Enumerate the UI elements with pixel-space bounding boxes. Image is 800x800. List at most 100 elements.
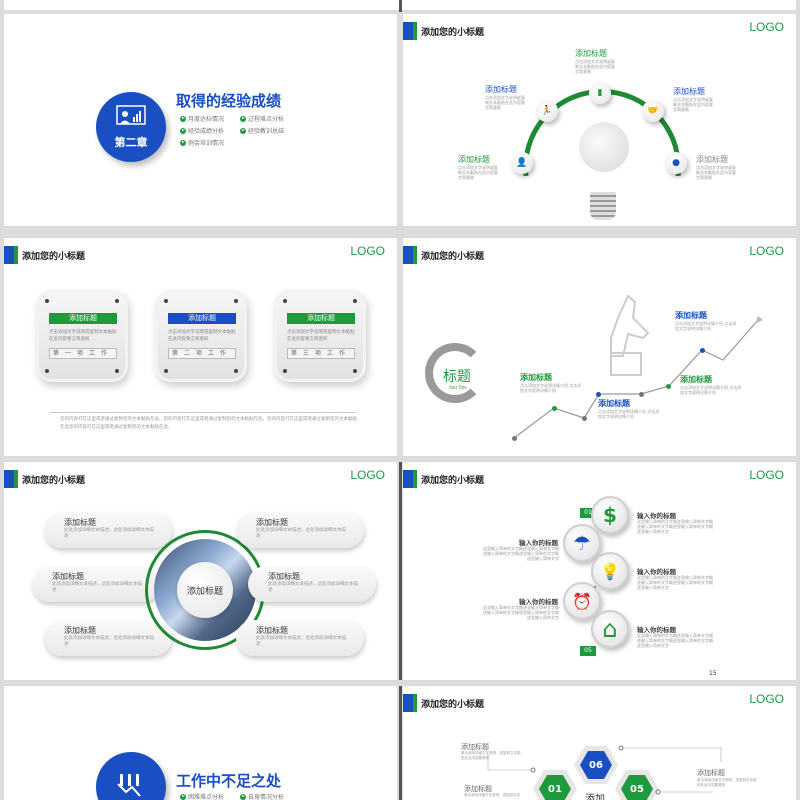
play-bullet-icon xyxy=(180,139,186,146)
step-dot xyxy=(666,384,671,389)
step-dot xyxy=(639,392,644,397)
chapter-title: 取得的经验成绩 xyxy=(176,92,282,110)
screw-icon xyxy=(115,369,119,373)
slide-subtitle: 添加您的小标题 xyxy=(22,476,86,486)
hex-label-title: 添加标题 xyxy=(461,743,489,751)
hex-label-desc: 单击添加详细文字说明，或复制文本 xyxy=(464,793,520,797)
umbrella-icon: ☂ xyxy=(563,524,601,562)
slide-hexagons[interactable]: 添加您的小标题 LOGO 06 01 05 添加 添加标题 单击添加详细文字说明… xyxy=(403,686,796,800)
header-accent-bar xyxy=(403,246,417,264)
screw-icon xyxy=(45,369,49,373)
item-desc: 这里输入简单的文字概述里输入简单文字概述输入简单的文字概述里输入简单的文字概述里… xyxy=(483,546,559,561)
screw-icon xyxy=(164,369,168,373)
play-bullet-icon xyxy=(240,127,246,134)
chapter-title: 工作中不足之处 xyxy=(176,772,282,790)
hex-center-label: 添加 xyxy=(585,794,605,800)
chapter-item: 自身情况分析 xyxy=(240,792,300,800)
step-dot xyxy=(596,392,601,397)
slide-subtitle: 添加您的小标题 xyxy=(421,252,485,262)
step-label: 添加标题点击添加文字说明详情介绍 点击添加文字说明详情介绍 xyxy=(520,373,582,393)
step-label: 添加标题点击添加文字说明详情介绍 点击添加文字说明详情介绍 xyxy=(598,399,660,419)
plate-title: 添加标题 xyxy=(287,313,355,324)
slide-subtitle: 添加您的小标题 xyxy=(421,28,485,38)
logo: LOGO xyxy=(350,244,385,258)
item-desc: 这里输入简单的文字概述里输入简单文字概述输入简单的文字概述里输入简单的文字概述里… xyxy=(637,633,713,648)
divider xyxy=(50,412,356,413)
step-label: 添加标题点击添加文字说明详情介绍 点击添加文字说明详情介绍 xyxy=(680,375,742,395)
hex-label-title: 添加标题 xyxy=(697,769,725,777)
screw-icon xyxy=(164,299,168,303)
chapter-item: 过程难点分析 xyxy=(240,114,300,123)
screw-icon xyxy=(353,369,357,373)
plate-card: 添加标题 点击添加文字说明或复制文本黏贴在此内容要言简意赅 第二项工作 xyxy=(155,290,247,382)
hex-label-desc: 单击添加详细文字说明，或复制文本黏贴在此内容要简短 xyxy=(697,778,757,787)
plate-work-label: 第一项工作 xyxy=(49,348,117,359)
screw-icon xyxy=(234,369,238,373)
chapter-item-list: 困难难点分析 自身情况分析 xyxy=(180,792,300,800)
selected-slide-marker xyxy=(399,686,402,800)
logo: LOGO xyxy=(749,468,784,482)
declining-chart-icon xyxy=(116,772,146,800)
arc-label: 添加标题点击添加文字说明或复制文本黏贴在此内容要言简意赅 xyxy=(485,85,525,110)
screw-icon xyxy=(283,299,287,303)
screw-icon xyxy=(234,299,238,303)
plate-work-label: 第三项工作 xyxy=(287,348,355,359)
header-accent-bar xyxy=(403,22,417,40)
presentation-chart-icon xyxy=(116,104,146,131)
step-dot xyxy=(512,436,517,441)
slide-hub-photo[interactable]: 添加您的小标题 LOGO 添加标题此处添加详细文本描述，此处添加详细文本描述 添… xyxy=(4,462,397,680)
plate-desc: 点击添加文字说明或复制文本黏贴在此内容要言简意赅 xyxy=(168,330,236,342)
hex-label-desc: 单击添加详细文字说明，或复制文本黏贴在此内容要简短 xyxy=(461,751,521,760)
house-icon: ⌂ xyxy=(591,610,629,648)
logo: LOGO xyxy=(350,468,385,482)
logo: LOGO xyxy=(749,244,784,258)
chapter-item: 月度达标情况 xyxy=(180,114,240,123)
item-title: 输入你的标题 xyxy=(637,568,676,576)
step-dot xyxy=(700,348,705,353)
hub-pill: 添加标题此处添加详细文本描述，此处添加详细文本描述 xyxy=(236,512,364,548)
logo: LOGO xyxy=(749,20,784,34)
slide-arc-lightbulb[interactable]: 添加您的小标题 LOGO 👤 🏃 ▮ 🤝 ● 添加标题点击添加文字说明或复制文本… xyxy=(403,14,796,226)
plate-card: 添加标题 点击添加文字说明或复制文本黏贴在此内容要言简意赅 第一项工作 xyxy=(36,290,128,382)
chapter-label: 第二章 xyxy=(114,135,148,149)
play-bullet-icon xyxy=(240,793,246,800)
ring-title: 标题 xyxy=(443,369,471,385)
plate-desc: 点击添加文字说明或复制文本黏贴在此内容要言简意赅 xyxy=(49,330,117,342)
connector-lines xyxy=(487,745,722,795)
header-accent-bar xyxy=(4,246,18,264)
footer-text: 您的内容打在这里或者通过复制您的文本黏贴在此。您的内容打在这里或者通过复制您的文… xyxy=(60,417,357,430)
header-accent-bar xyxy=(403,694,417,712)
chapter-badge: 第二章 xyxy=(96,92,166,162)
slide-chapter-2[interactable]: 第二章 取得的经验成绩 月度达标情况 过程难点分析 经验成绩分析 经验教训总结 … xyxy=(4,14,397,226)
item-desc: 这里输入简单的文字概述里输入简单文字概述输入简单的文字概述里输入简单的文字概述里… xyxy=(637,575,713,590)
step-dot xyxy=(582,416,587,421)
hub-pill: 添加标题此处添加详细文本描述，此处添加详细文本描述 xyxy=(248,566,376,602)
step-number: 05 xyxy=(580,646,596,656)
logo: LOGO xyxy=(749,692,784,706)
arc-label: 添加标题点击添加文字说明或复制文本黏贴在此内容要言简意赅 xyxy=(696,155,736,180)
play-bullet-icon xyxy=(180,793,186,800)
money-bag-icon: $ xyxy=(591,496,629,534)
item-title: 输入你的标题 xyxy=(519,539,558,547)
globe-icon xyxy=(579,122,629,172)
slide-three-plates[interactable]: 添加您的小标题 LOGO 添加标题 点击添加文字说明或复制文本黏贴在此内容要言简… xyxy=(4,238,397,456)
item-title: 输入你的标题 xyxy=(637,512,676,520)
play-bullet-icon xyxy=(240,115,246,122)
item-desc: 这里输入简单的文字概述里输入简单文字概述输入简单的文字概述里输入简单的文字概述里… xyxy=(483,605,559,620)
slide-stair-climber[interactable]: 添加您的小标题 LOGO 标题 Add Title 添加标题点击添加文字说明详情… xyxy=(403,238,796,456)
slide-subtitle: 添加您的小标题 xyxy=(421,700,485,710)
screw-icon xyxy=(45,299,49,303)
hub-pill: 添加标题此处添加详细文本描述，此处添加详细文本描述 xyxy=(32,566,160,602)
plate-card: 添加标题 点击添加文字说明或复制文本黏贴在此内容要言简意赅 第三项工作 xyxy=(274,290,366,382)
arc-label: 添加标题点击添加文字说明或复制文本黏贴在此内容要言简意赅 xyxy=(575,49,615,74)
plate-title: 添加标题 xyxy=(49,313,117,324)
ring-subtitle: Add Title xyxy=(449,385,467,390)
slide-icon-list[interactable]: 添加您的小标题 LOGO 01 02 03 04 05 $ ☂ 💡 ⏰ ⌂ 输入… xyxy=(403,462,796,680)
hub-pill: 添加标题此处添加详细文本描述，此处添加详细文本描述 xyxy=(236,620,364,656)
screw-icon xyxy=(283,369,287,373)
step-dot xyxy=(552,406,557,411)
screw-icon xyxy=(353,299,357,303)
slide-chapter-3[interactable]: 工作中不足之处 困难难点分析 自身情况分析 xyxy=(4,686,397,800)
hub-center: 添加标题 xyxy=(177,562,233,618)
